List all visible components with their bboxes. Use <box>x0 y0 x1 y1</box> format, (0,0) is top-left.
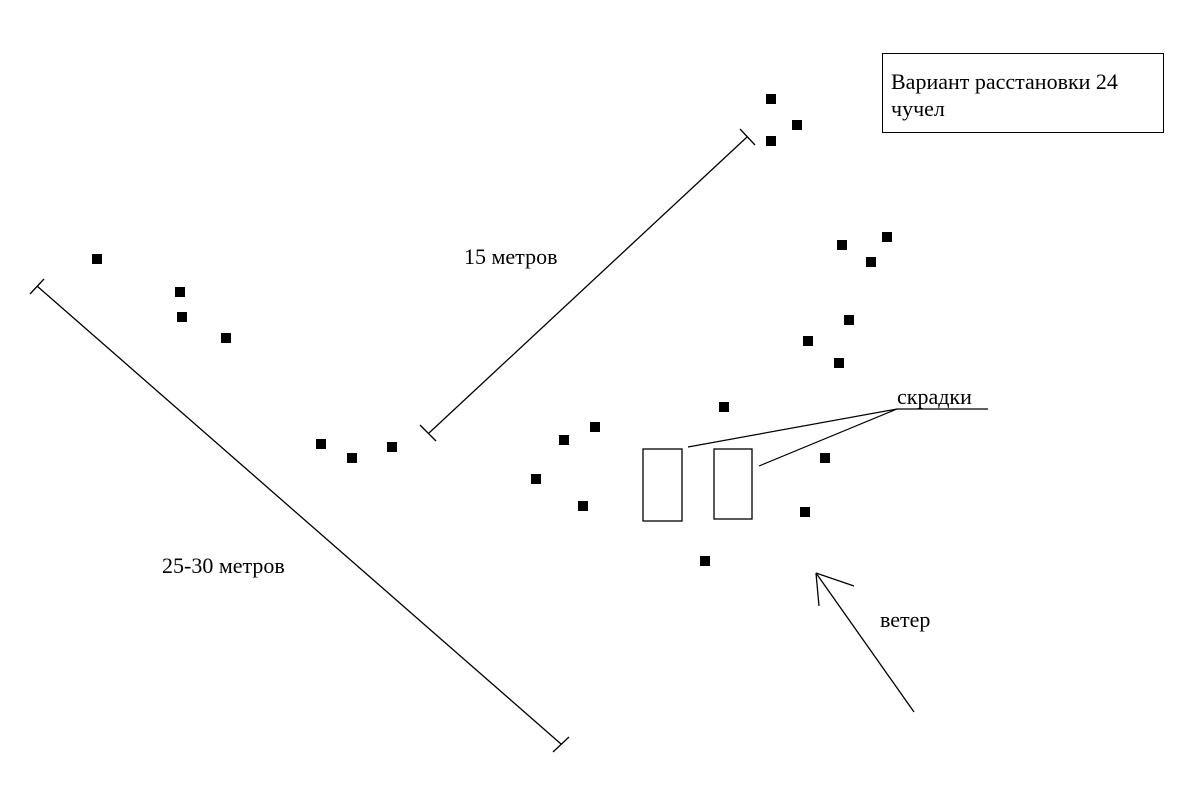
decoy-marker <box>531 474 541 484</box>
decoy-marker <box>590 422 600 432</box>
decoy-marker <box>559 435 569 445</box>
blinds-leader-lines <box>687 408 988 467</box>
decoy-marker <box>700 556 710 566</box>
diagram-title-box: Вариант расстановки 24 чучел <box>882 53 1164 133</box>
decoy-marker <box>387 442 397 452</box>
label-15-meters: 15 метров <box>464 244 558 269</box>
diagram-title: Вариант расстановки 24 чучел <box>891 69 1118 121</box>
decoy-marker <box>803 336 813 346</box>
decoy-marker <box>834 358 844 368</box>
decoy-marker <box>882 232 892 242</box>
decoy-marker <box>177 312 187 322</box>
wind-arrow <box>815 572 915 713</box>
decoys-group <box>92 94 892 566</box>
decoy-marker <box>578 501 588 511</box>
dimension-25-30m <box>29 278 570 753</box>
decoy-marker <box>766 94 776 104</box>
decoy-marker <box>844 315 854 325</box>
decoy-marker <box>837 240 847 250</box>
decoy-marker <box>719 402 729 412</box>
decoy-marker <box>316 439 326 449</box>
decoy-marker <box>792 120 802 130</box>
blind-left <box>642 448 683 522</box>
decoy-marker <box>175 287 185 297</box>
decoy-marker <box>800 507 810 517</box>
decoy-marker <box>221 333 231 343</box>
decoy-marker <box>347 453 357 463</box>
decoy-marker <box>866 257 876 267</box>
label-blinds: скрадки <box>897 384 972 409</box>
decoy-marker <box>820 453 830 463</box>
decoy-marker <box>766 136 776 146</box>
label-25-30-meters: 25-30 метров <box>162 553 285 578</box>
label-wind: ветер <box>880 607 931 632</box>
blind-right <box>713 448 753 520</box>
dimension-15m <box>419 128 756 442</box>
decoy-marker <box>92 254 102 264</box>
